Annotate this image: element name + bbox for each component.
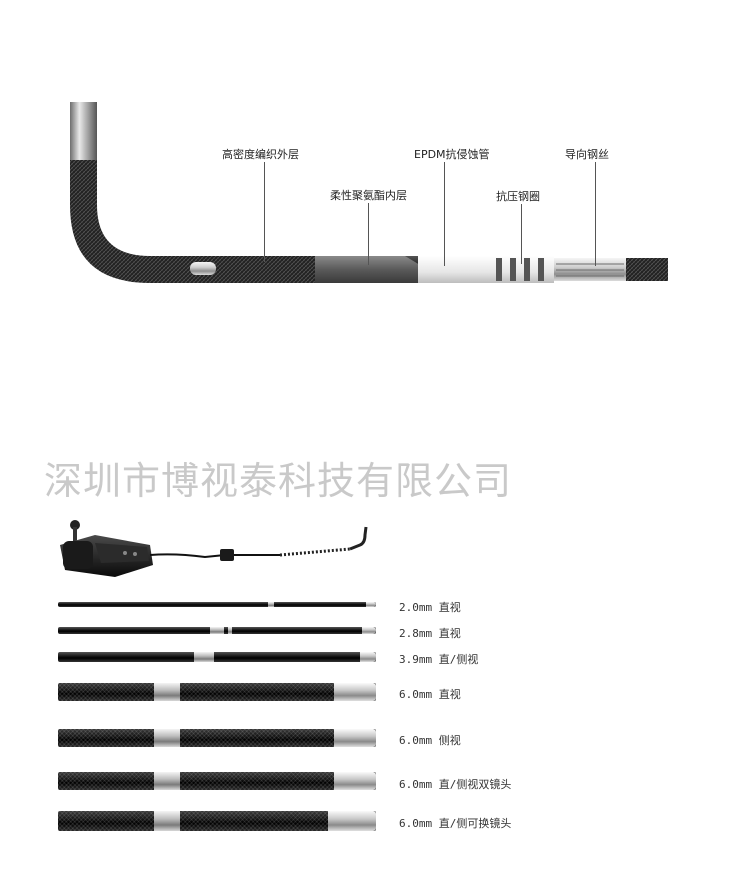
cable-end: [626, 258, 668, 281]
leader-braid: [264, 162, 265, 262]
probe-rod-6-0-dual: [58, 772, 376, 790]
probe-label: 2.8mm 直视: [399, 627, 461, 640]
handle-grip: [63, 541, 93, 569]
handle-button-1: [123, 551, 127, 555]
probe-rod-2-0: [58, 602, 376, 607]
probe-rod-6-0-interchangeable: [58, 811, 376, 831]
callout-epdm: EPDM抗侵蚀管: [414, 148, 490, 161]
insertion-tip: [349, 526, 368, 551]
callout-pu: 柔性聚氨酯内层: [330, 189, 407, 202]
leader-pu: [368, 203, 369, 265]
steel-ring-3: [524, 258, 530, 281]
joystick-knob: [70, 520, 80, 530]
probe-label: 3.9mm 直/侧视: [399, 653, 479, 666]
probe-label: 6.0mm 直/侧视双镜头: [399, 778, 512, 791]
cable-structure-diagram: 高密度编织外层 柔性聚氨酯内层 EPDM抗侵蚀管 抗压钢圈 导向钢丝: [0, 0, 729, 320]
probe-label: 2.0mm 直视: [399, 601, 461, 614]
callout-steel-ring: 抗压钢圈: [496, 190, 540, 203]
steel-ring-1: [496, 258, 502, 281]
probe-rod-6-0-direct: [58, 683, 376, 701]
steel-ring-4: [538, 258, 544, 281]
probe-label: 6.0mm 侧视: [399, 734, 461, 747]
endoscope-device: [60, 520, 368, 577]
cable-illustration: [70, 102, 668, 283]
probe-label: 6.0mm 直/侧可换镜头: [399, 817, 512, 830]
probe-rod-3-9: [58, 652, 376, 662]
probe-rod-6-0-side: [58, 729, 376, 747]
pu-inner-highlight: [315, 256, 420, 283]
high-density-braid: [230, 256, 315, 283]
side-window: [190, 262, 216, 275]
callout-guide-wire: 导向钢丝: [565, 148, 609, 161]
leader-epdm: [444, 162, 445, 266]
epdm-tube: [418, 256, 488, 283]
leader-guide-wire: [595, 162, 596, 266]
leader-steel-ring: [521, 204, 522, 264]
handle-top-panel: [95, 543, 149, 563]
probe-rod-2-8: [58, 627, 376, 634]
steel-ring-2: [510, 258, 516, 281]
steel-tube-top: [70, 102, 97, 164]
callout-braid: 高密度编织外层: [222, 148, 299, 161]
probe-label: 6.0mm 直视: [399, 688, 461, 701]
joystick-stem: [73, 527, 77, 541]
insertion-tube: [279, 547, 351, 557]
handle-button-2: [133, 552, 137, 556]
cable-connector: [220, 549, 234, 561]
company-watermark: 深圳市博视泰科技有限公司: [44, 459, 513, 503]
braided-bend: [70, 160, 190, 283]
device-cable: [149, 553, 226, 559]
